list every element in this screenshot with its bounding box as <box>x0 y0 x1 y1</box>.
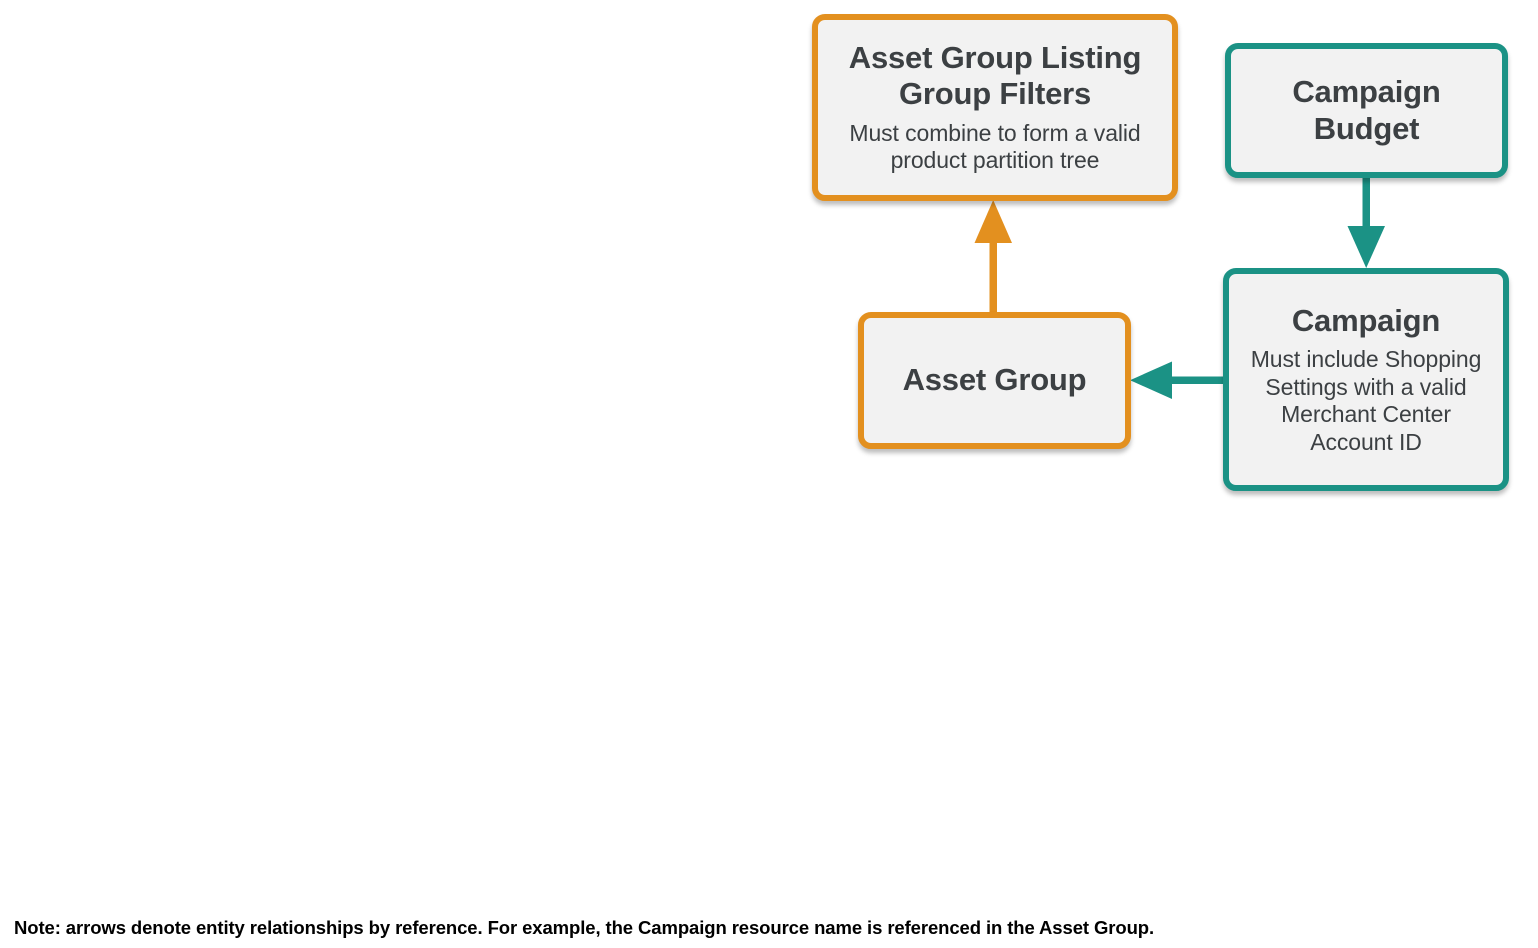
diagram-note: Note: arrows denote entity relationships… <box>14 917 1155 938</box>
arrow-campaign-to-asset-group <box>1130 361 1226 399</box>
arrow-asset-group-to-filters <box>974 200 1012 315</box>
node-title: Campaign <box>1291 302 1441 338</box>
node-asset-group[interactable]: Asset Group <box>858 312 1131 449</box>
node-subtitle: Must include Shopping Settings with a va… <box>1250 345 1482 455</box>
node-title: Asset Group Listing Group Filters <box>848 40 1142 112</box>
node-asset-group-listing-group-filters[interactable]: Asset Group Listing Group Filters Must c… <box>812 14 1178 201</box>
node-campaign[interactable]: Campaign Must include Shopping Settings … <box>1223 268 1509 491</box>
node-campaign-budget[interactable]: Campaign Budget <box>1225 43 1508 178</box>
node-subtitle: Must combine to form a valid product par… <box>849 119 1141 174</box>
arrow-campaign-budget-to-campaign <box>1347 176 1385 268</box>
node-title: Asset Group <box>902 362 1087 398</box>
node-title: Campaign Budget <box>1292 74 1441 146</box>
